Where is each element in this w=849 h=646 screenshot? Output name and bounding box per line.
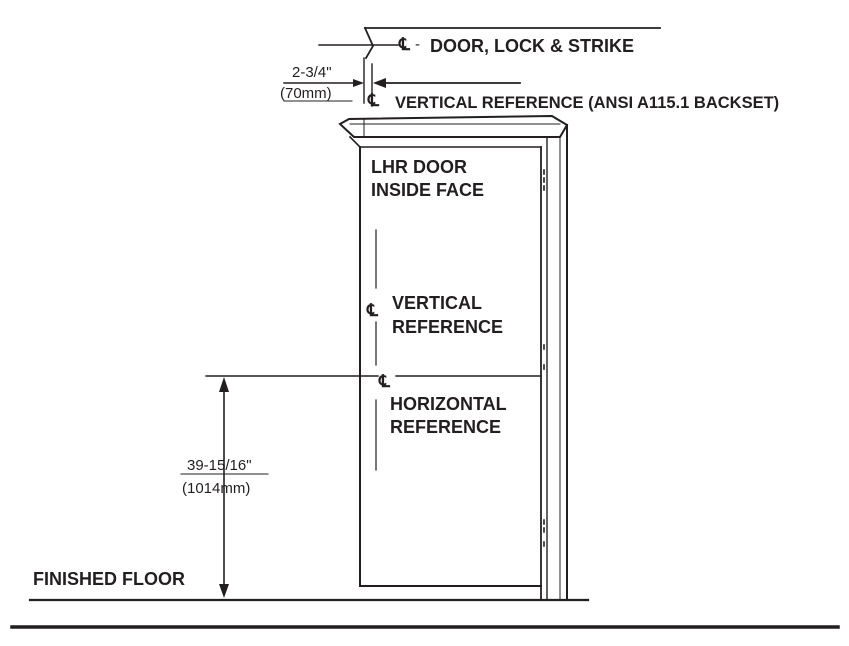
label-vertical-reference-line2: REFERENCE [392, 317, 503, 337]
dim-height-imperial: 39-15/16" [187, 457, 252, 474]
centerline-symbol-horizontal: ℄ [378, 372, 391, 391]
label-finished-floor: FINISHED FLOOR [33, 569, 185, 589]
label-vertical-reference-ansi: VERTICAL REFERENCE (ANSI A115.1 BACKSET) [395, 94, 779, 112]
door-top-edge-detail [318, 26, 661, 60]
label-lhr-door-line2: INSIDE FACE [371, 180, 484, 200]
label-horizontal-reference-line2: REFERENCE [390, 417, 501, 437]
centerline-dash: - [415, 36, 420, 53]
frame-head [338, 114, 569, 138]
dim-height-metric: (1014mm) [182, 480, 250, 497]
height-dimension-lines [180, 100, 353, 598]
dim-backset-metric: (70mm) [280, 85, 332, 102]
label-vertical-reference-line1: VERTICAL [392, 293, 482, 313]
label-horizontal-reference-line1: HORIZONTAL [390, 394, 507, 414]
label-lhr-door-line1: LHR DOOR [371, 157, 467, 177]
frame-jamb [540, 124, 568, 601]
dim-backset-imperial: 2-3/4" [292, 64, 332, 81]
centerline-symbol-door: ℄ [398, 35, 411, 54]
centerline-symbol-vertical: ℄ [366, 301, 379, 320]
label-door-lock-strike: DOOR, LOCK & STRIKE [430, 36, 634, 56]
centerline-symbol-backset: ℄ [367, 91, 380, 110]
backset-dimension-lines [283, 57, 521, 107]
door-slab [348, 135, 542, 587]
